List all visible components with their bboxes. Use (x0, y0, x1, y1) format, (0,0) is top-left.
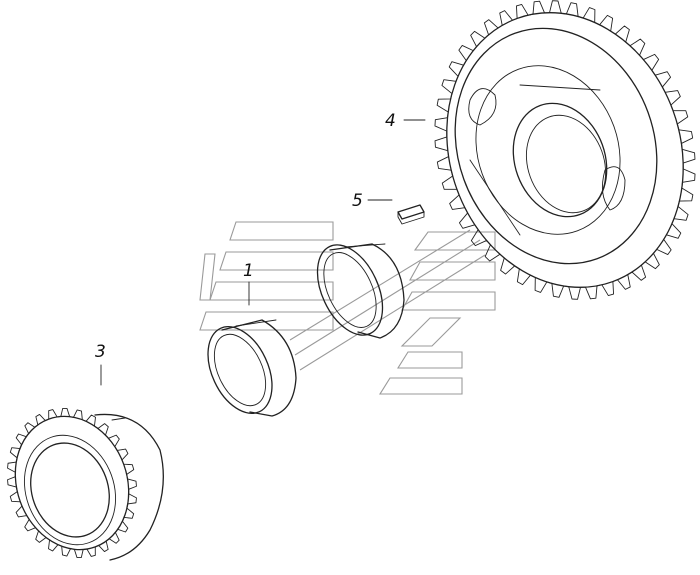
small-gear-part-3 (7, 407, 164, 561)
leader-lines (100, 119, 426, 386)
callout-part-4: 4 (385, 111, 396, 131)
bushing-part-1-upper (316, 243, 405, 339)
callout-part-5: 5 (352, 191, 363, 211)
bushing-part-1-lower (207, 319, 297, 417)
callout-part-1: 1 (243, 261, 254, 281)
large-gear-part-4 (434, 0, 696, 300)
gear-teeth-outline (7, 407, 137, 559)
key-part-5 (397, 204, 425, 225)
callout-part-3: 3 (95, 342, 106, 362)
